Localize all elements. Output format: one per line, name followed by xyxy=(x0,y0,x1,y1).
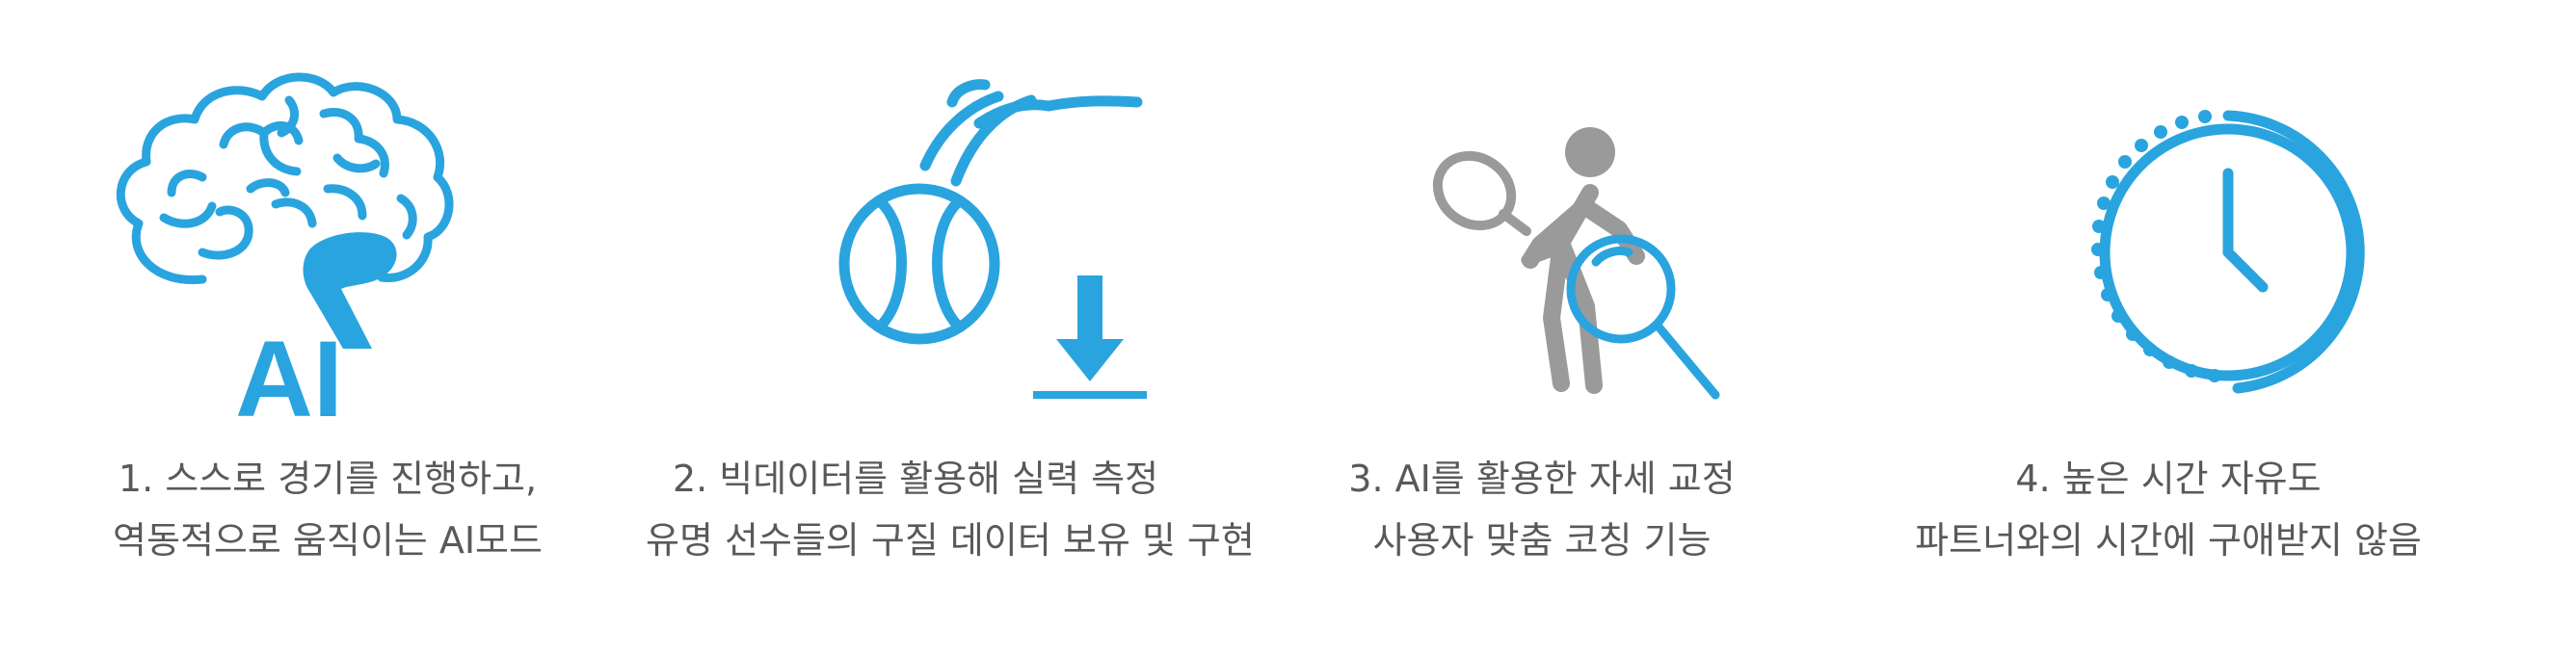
feature-big-data: 2. 빅데이터를 활용해 실력 측정 유명 선수들의 구질 데이터 보유 및 구… xyxy=(646,0,1255,655)
caption-line-2: 역동적으로 움직이는 AI모드 xyxy=(113,519,543,562)
caption-line-1: 3. AI를 활용한 자세 교정 xyxy=(1348,458,1736,500)
caption-time-freedom: 4. 높은 시간 자유도 파트너와의 시간에 구애받지 않음 xyxy=(1899,448,2438,571)
feature-time-freedom: 4. 높은 시간 자유도 파트너와의 시간에 구애받지 않음 xyxy=(1899,0,2438,655)
caption-line-2: 유명 선수들의 구질 데이터 보유 및 구현 xyxy=(646,519,1255,562)
brain-ai-icon: AI xyxy=(116,72,454,439)
caption-line-2: 파트너와의 시간에 구애받지 않음 xyxy=(1915,519,2422,562)
caption-line-1: 4. 높은 시간 자유도 xyxy=(2015,458,2322,500)
clock-icon xyxy=(2091,110,2365,394)
feature-posture: 3. AI를 활용한 자세 교정 사용자 맞춤 코칭 기능 xyxy=(1272,0,1812,655)
caption-line-1: 2. 빅데이터를 활용해 실력 측정 xyxy=(672,458,1159,500)
caption-big-data: 2. 빅데이터를 활용해 실력 측정 유명 선수들의 구질 데이터 보유 및 구… xyxy=(646,448,1255,571)
caption-ai-mode: 1. 스스로 경기를 진행하고, 역동적으로 움직이는 AI모드 xyxy=(58,448,598,571)
ai-label: AI xyxy=(235,319,343,439)
caption-posture: 3. AI를 활용한 자세 교정 사용자 맞춤 코칭 기능 xyxy=(1272,448,1812,571)
caption-line-1: 1. 스스로 경기를 진행하고, xyxy=(118,458,538,500)
tennis-ball-download-icon xyxy=(838,79,1147,399)
caption-line-2: 사용자 맞춤 코칭 기능 xyxy=(1372,519,1712,562)
tennis-player-magnifier-icon xyxy=(1432,127,1720,400)
feature-ai-mode: AI 1. 스스로 경기를 진행하고, 역동적으로 움직이는 AI모드 xyxy=(58,0,598,655)
